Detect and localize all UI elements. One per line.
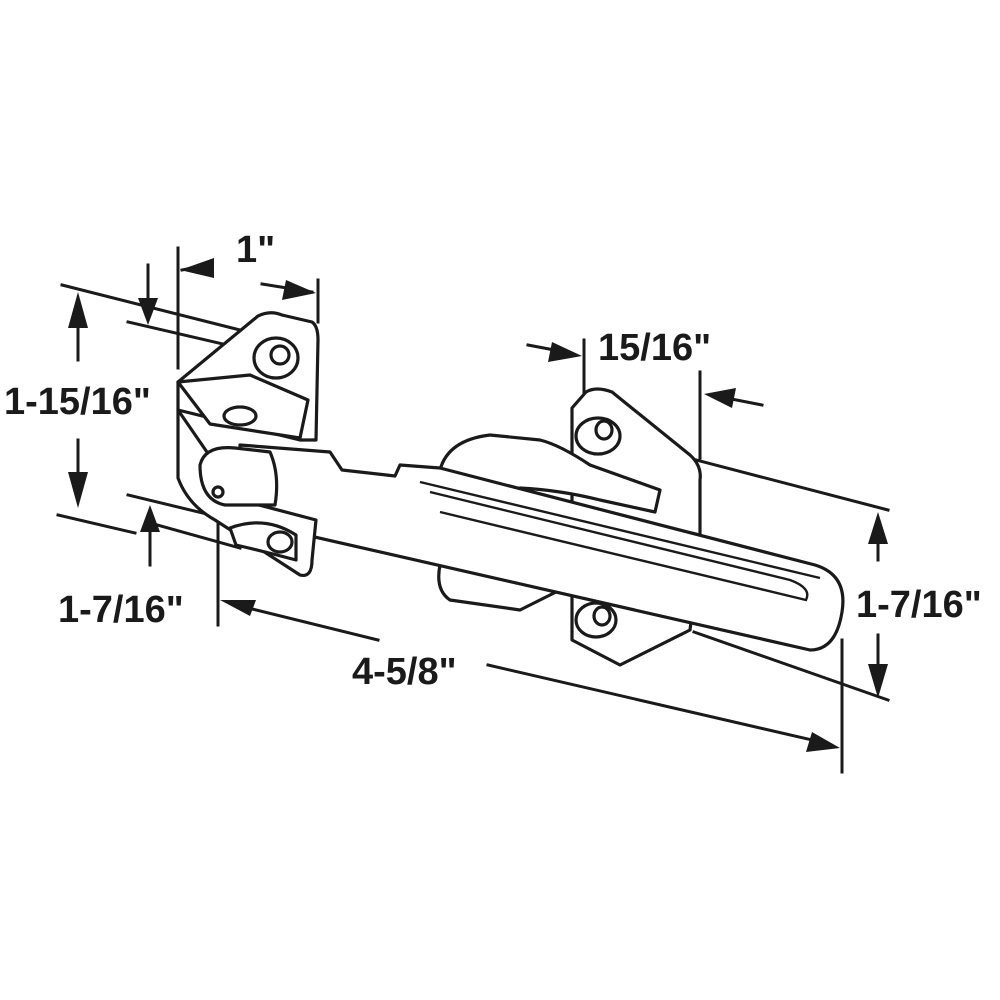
dimension-labels: 1" 1-15/16" 1-7/16" 15/16" 1-7/16" 4-5/8…: [4, 229, 982, 693]
label-strike-height: 1-7/16": [856, 584, 982, 626]
dimension-lines: [56, 246, 890, 774]
label-width-top: 1": [236, 229, 275, 271]
label-height-left: 1-15/16": [4, 381, 151, 423]
label-overall-length: 4-5/8": [352, 651, 457, 693]
label-offset-left: 1-7/16": [58, 589, 184, 631]
swing-arm: [238, 443, 845, 652]
label-strike-width: 15/16": [598, 327, 711, 369]
mounting-bracket: [176, 311, 320, 578]
